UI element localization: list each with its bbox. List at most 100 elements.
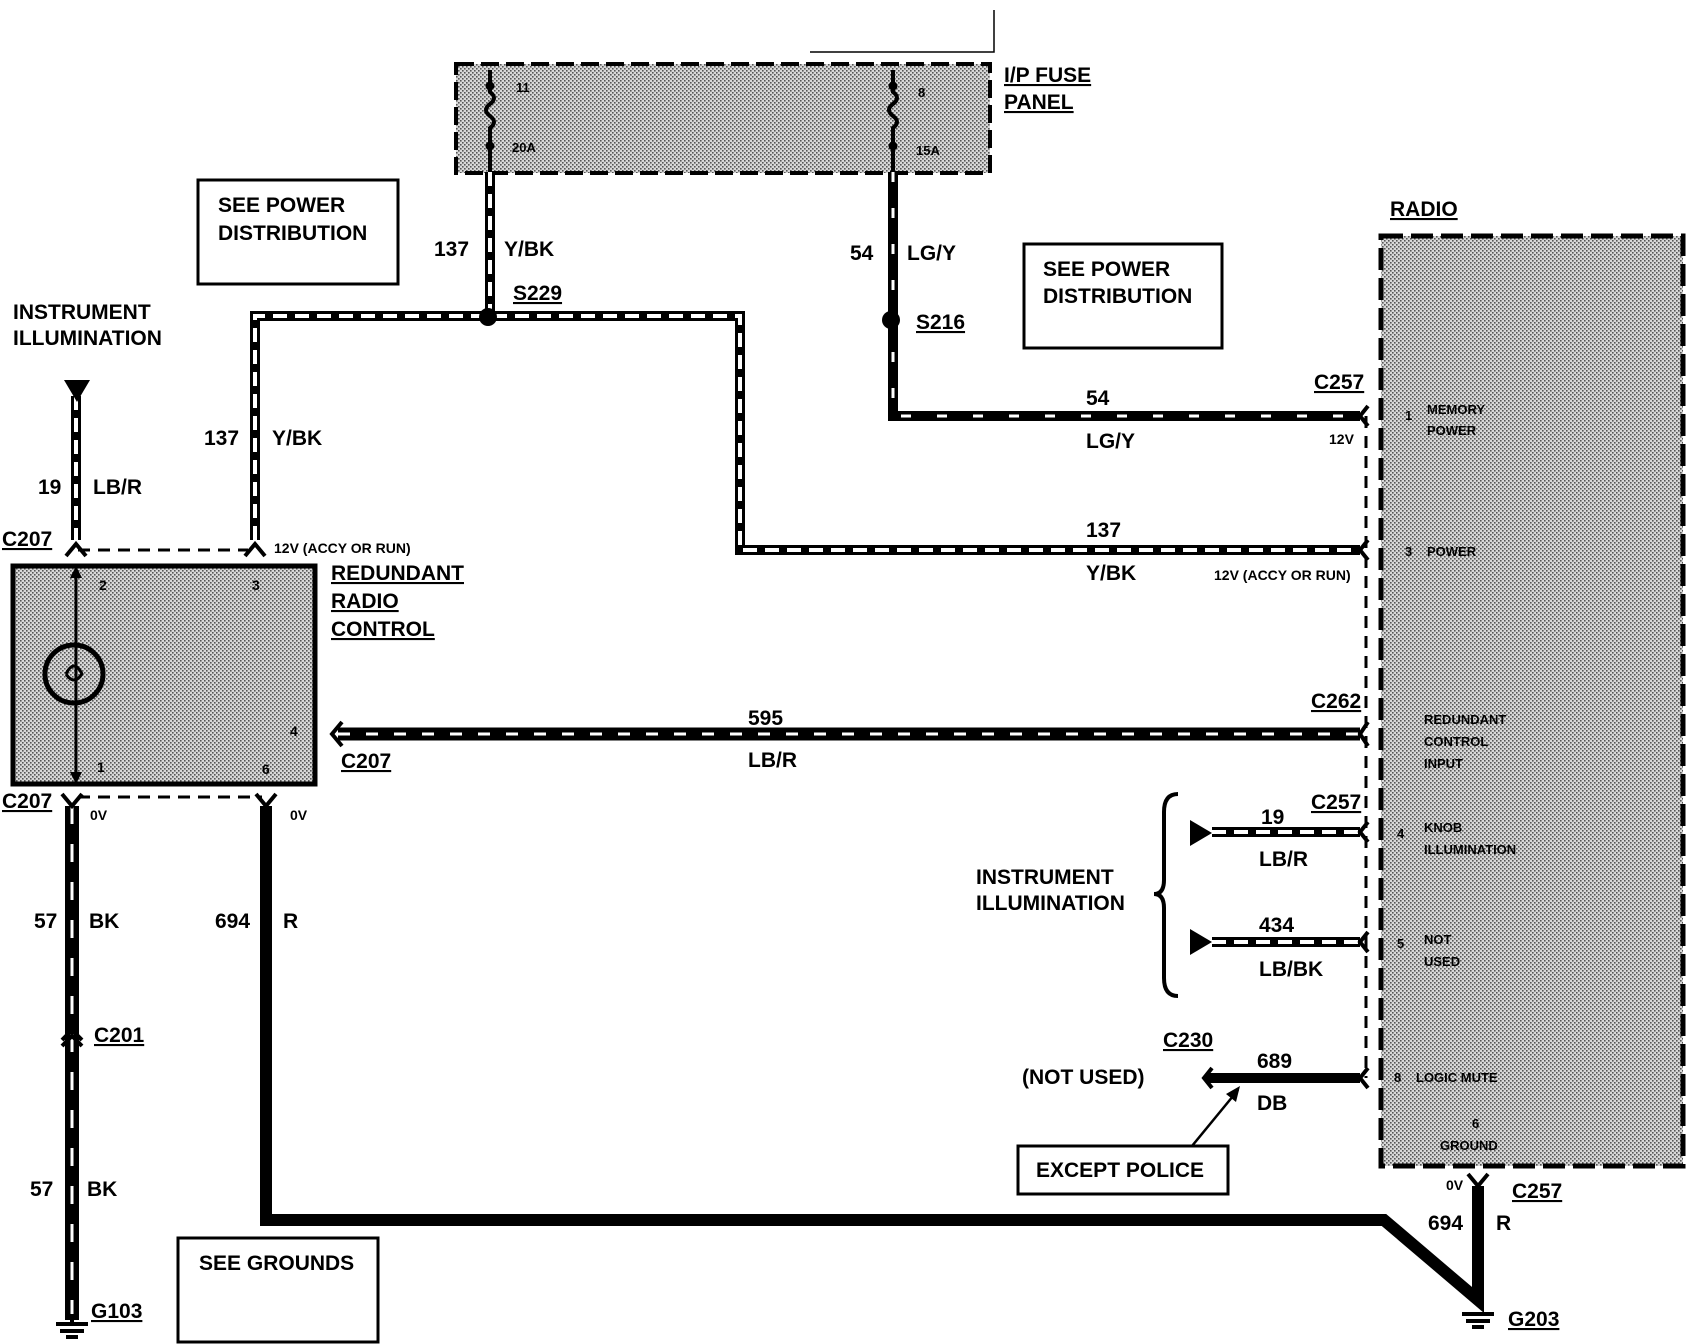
radio-title: RADIO	[1390, 198, 1458, 221]
accy-run-left-label: 12V (ACCY OR RUN)	[274, 540, 411, 556]
fuse-right-number: 8	[918, 85, 925, 100]
splice-s229-label: S229	[513, 282, 562, 305]
instrument-illumination-right-line1: INSTRUMENT	[976, 866, 1114, 889]
see-power-right-line1: SEE POWER	[1043, 258, 1170, 281]
ground-g103-label: G103	[91, 1300, 142, 1323]
connector-c207-top: C207	[2, 528, 52, 551]
wire-689-number: 689	[1257, 1050, 1292, 1073]
wire-137-left-color: Y/BK	[272, 427, 322, 450]
fuse-panel-title-line1: I/P FUSE	[1004, 64, 1091, 87]
zero-v-c207-left: 0V	[90, 807, 108, 823]
splice-s229	[479, 308, 497, 326]
radio-pin-8-label: LOGIC MUTE	[1416, 1070, 1498, 1085]
wire-54-memory-color: LG/Y	[1086, 430, 1135, 453]
wire-694-right-number: 694	[1428, 1212, 1463, 1235]
radio-pin-knob-illumination: 4 KNOB ILLUMINATION	[1397, 820, 1516, 857]
radio-pin-6-number: 6	[1472, 1116, 1479, 1131]
illumination-lamp-icon	[42, 642, 106, 706]
except-police-label: EXCEPT POLICE	[1036, 1159, 1204, 1182]
except-police-arrowhead	[1226, 1086, 1240, 1102]
radio-pin-5-label-line2: USED	[1424, 954, 1460, 969]
radio-pin-5-label-line1: NOT	[1424, 932, 1452, 947]
instrument-illumination-right-line2: ILLUMINATION	[976, 892, 1125, 915]
ip-fuse-panel: 11 20A 8 15A	[454, 62, 992, 175]
rrc-title-line3: CONTROL	[331, 618, 435, 641]
radio-pin-4-label-line1: KNOB	[1424, 820, 1462, 835]
radio-pin-4-label-line2: ILLUMINATION	[1424, 842, 1516, 857]
instrument-illumination-arrow-434	[1190, 929, 1212, 955]
see-grounds-label: SEE GROUNDS	[199, 1252, 354, 1275]
except-police-pointer	[1191, 1089, 1239, 1147]
radio-pin-1-number: 1	[1405, 408, 1412, 423]
accy-run-right-label: 12V (ACCY OR RUN)	[1214, 567, 1351, 583]
wire-54-memory-number: 54	[1086, 387, 1110, 410]
fuse-8-symbol	[887, 70, 899, 172]
fuse-left-rating: 20A	[512, 140, 536, 155]
wire-137-power-number: 137	[1086, 519, 1121, 542]
not-used-label: (NOT USED)	[1022, 1066, 1145, 1089]
memory-voltage-label: 12V	[1329, 431, 1355, 447]
connector-c230: C230	[1163, 1029, 1213, 1052]
zero-v-c207-right: 0V	[290, 807, 308, 823]
wire-19-knob-number: 19	[1261, 806, 1284, 829]
instrument-illumination-brace	[1153, 792, 1179, 998]
see-power-left-line1: SEE POWER	[218, 194, 345, 217]
radio-pin-4-number: 4	[1397, 826, 1405, 841]
wire-137-left-number: 137	[204, 427, 239, 450]
wire-694-left-number: 694	[215, 910, 250, 933]
radio-pin-redundant-control-input: REDUNDANT CONTROL INPUT	[1424, 712, 1506, 771]
except-police-box: EXCEPT POLICE	[1016, 1144, 1230, 1196]
ground-g203-label: G203	[1508, 1308, 1559, 1331]
radio-pin-3-label: POWER	[1427, 544, 1477, 559]
wire-57-upper-color: BK	[89, 910, 119, 933]
radio-pin-8-number: 8	[1394, 1070, 1401, 1085]
connector-c257-memory: C257	[1314, 371, 1364, 394]
radio-pin-1-label-line2: POWER	[1427, 423, 1477, 438]
wire-19-knob-color: LB/R	[1259, 848, 1308, 871]
radio-pin-rci-line1: REDUNDANT	[1424, 712, 1506, 727]
rrc-title-line1: REDUNDANT	[331, 562, 464, 585]
wire-694-right-color: R	[1496, 1212, 1511, 1235]
radio-module	[1378, 233, 1686, 1169]
connector-chevrons	[60, 404, 1490, 1190]
wire-57-lower-number: 57	[30, 1178, 53, 1201]
radio-pin-power: 3 POWER	[1405, 544, 1477, 559]
radio-pin-6-label: GROUND	[1440, 1138, 1498, 1153]
radio-pin-not-used: 5 NOT USED	[1397, 932, 1460, 969]
fuse-left-number: 11	[516, 80, 530, 95]
wire-19-left-color: LB/R	[93, 476, 142, 499]
wire-434-color: LB/BK	[1259, 958, 1323, 981]
wire-54	[888, 172, 1360, 421]
instrument-illumination-left-line2: ILLUMINATION	[13, 327, 162, 350]
wire-57-upper-number: 57	[34, 910, 57, 933]
radio-pin-3-number: 3	[1405, 544, 1412, 559]
rrc-pin-2: 2	[99, 577, 107, 593]
wire-595-number: 595	[748, 707, 783, 730]
wire-19-left-number: 19	[38, 476, 61, 499]
radio-pin-1-label-line1: MEMORY	[1427, 402, 1485, 417]
see-power-distribution-box-right: SEE POWER DISTRIBUTION	[1022, 242, 1224, 350]
fuse-right-rating: 15A	[916, 143, 940, 158]
splice-s216-label: S216	[916, 311, 965, 334]
radio-pin-memory-power: 1 MEMORY POWER	[1405, 402, 1485, 438]
wire-137-power-color: Y/BK	[1086, 562, 1136, 585]
fuse-11-symbol	[484, 70, 496, 172]
wire-689-color: DB	[1257, 1092, 1287, 1115]
connector-c201: C201	[94, 1024, 145, 1047]
ground-g103	[56, 1314, 88, 1339]
wire-434-number: 434	[1259, 914, 1294, 937]
zero-v-radio-ground: 0V	[1446, 1177, 1464, 1193]
connector-c262: C262	[1311, 690, 1361, 713]
wire-54-top-color: LG/Y	[907, 242, 956, 265]
rrc-pin-4: 4	[290, 723, 298, 739]
radio-pin-logic-mute: 8 LOGIC MUTE	[1394, 1070, 1498, 1085]
rrc-title-line2: RADIO	[331, 590, 399, 613]
redundant-radio-control: 2 3 4 1 6	[10, 563, 318, 787]
wire-694	[260, 806, 1484, 1313]
instrument-illumination-arrow-19	[1190, 820, 1212, 846]
radio-pin-5-number: 5	[1397, 936, 1404, 951]
connector-c207-mid: C207	[341, 750, 391, 773]
fuse-panel-title-line2: PANEL	[1004, 91, 1074, 114]
wire-137-top-color: Y/BK	[504, 238, 554, 261]
